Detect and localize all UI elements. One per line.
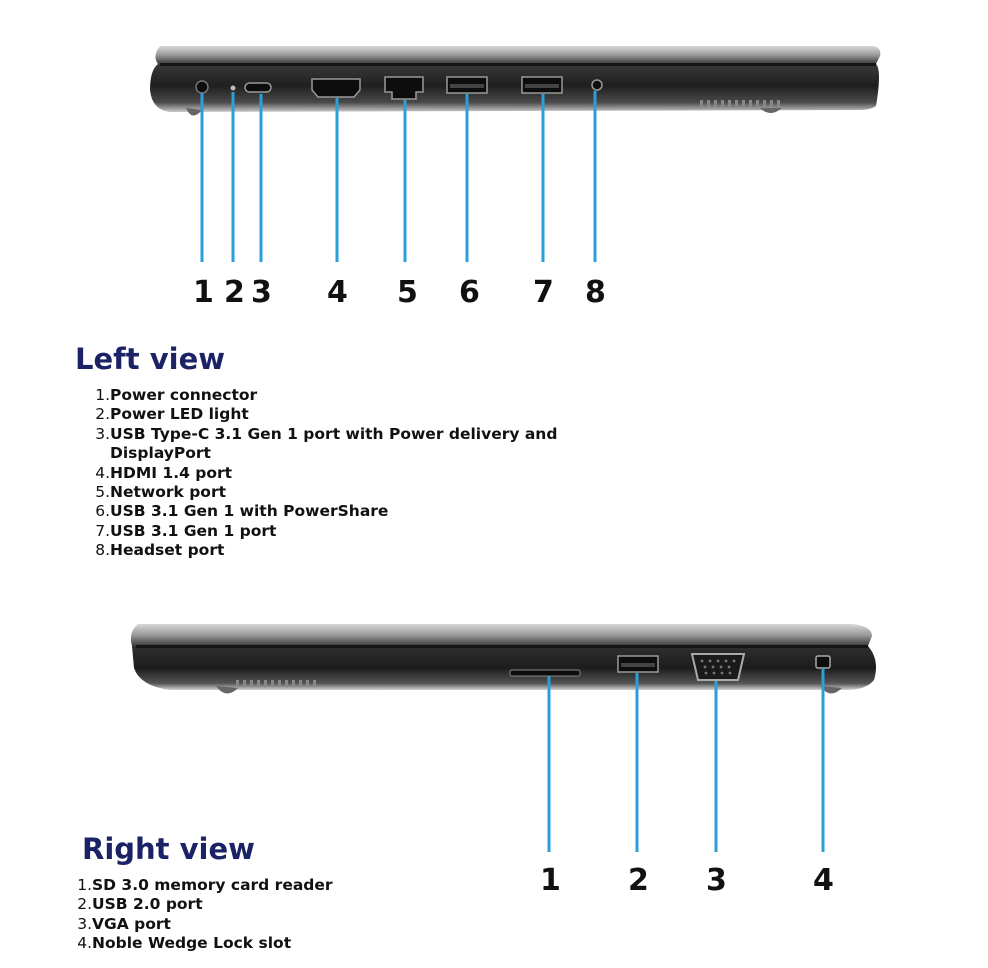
right-view-legend: 1.SD 3.0 memory card reader 2.USB 2.0 po… — [54, 876, 474, 954]
left-base — [150, 64, 879, 112]
left-view-title: Left view — [75, 342, 226, 376]
left-callout-4: 4 — [327, 275, 348, 310]
network-port — [384, 76, 424, 100]
list-item: 2.Power LED light — [95, 405, 249, 424]
list-item: 8.Headset port — [95, 541, 225, 560]
right-lid — [130, 624, 872, 646]
left-side-laptop — [150, 46, 881, 116]
left-callout-1: 1 — [193, 275, 214, 310]
right-callout-1: 1 — [540, 863, 561, 898]
left-callout-8: 8 — [585, 275, 606, 310]
list-item: 3.VGA port — [77, 914, 171, 933]
right-vent-grille — [236, 680, 316, 687]
wedge-lock-slot — [815, 655, 831, 669]
right-callout-4: 4 — [813, 863, 834, 898]
right-callout-3: 3 — [706, 863, 727, 898]
usb-c-port — [244, 82, 272, 93]
left-callout-6: 6 — [459, 275, 480, 310]
left-leader-lines — [200, 91, 597, 262]
right-view-title: Right view — [82, 832, 255, 866]
list-item: 7.USB 3.1 Gen 1 port — [95, 521, 277, 540]
list-item: 1.Power connector — [95, 386, 258, 404]
vent-grille — [700, 100, 780, 107]
power-led-light — [230, 85, 236, 91]
list-item: 5.Network port — [95, 483, 227, 502]
list-item: 3.USB Type-C 3.1 Gen 1 port with Power d… — [95, 424, 558, 463]
list-item: 4.HDMI 1.4 port — [95, 463, 233, 482]
right-side-laptop — [130, 624, 876, 694]
left-view-legend: 1.Power connector 2.Power LED light 3.US… — [72, 386, 592, 561]
list-item: 4.Noble Wedge Lock slot — [77, 934, 292, 953]
left-callout-2: 2 — [224, 275, 245, 310]
right-base — [132, 646, 876, 690]
left-callout-5: 5 — [397, 275, 418, 310]
left-callout-3: 3 — [251, 275, 272, 310]
list-item: 6.USB 3.1 Gen 1 with PowerShare — [95, 502, 389, 521]
headset-port — [591, 79, 603, 91]
power-connector-port — [195, 80, 209, 94]
sd-card-slot — [509, 669, 581, 677]
right-callout-2: 2 — [628, 863, 649, 898]
hdmi-port — [311, 78, 361, 98]
left-callout-7: 7 — [533, 275, 554, 310]
right-leader-lines — [547, 668, 825, 852]
vga-port — [690, 653, 746, 681]
left-lid — [155, 46, 881, 64]
list-item: 2.USB 2.0 port — [77, 895, 203, 914]
list-item: 1.SD 3.0 memory card reader — [77, 876, 333, 894]
